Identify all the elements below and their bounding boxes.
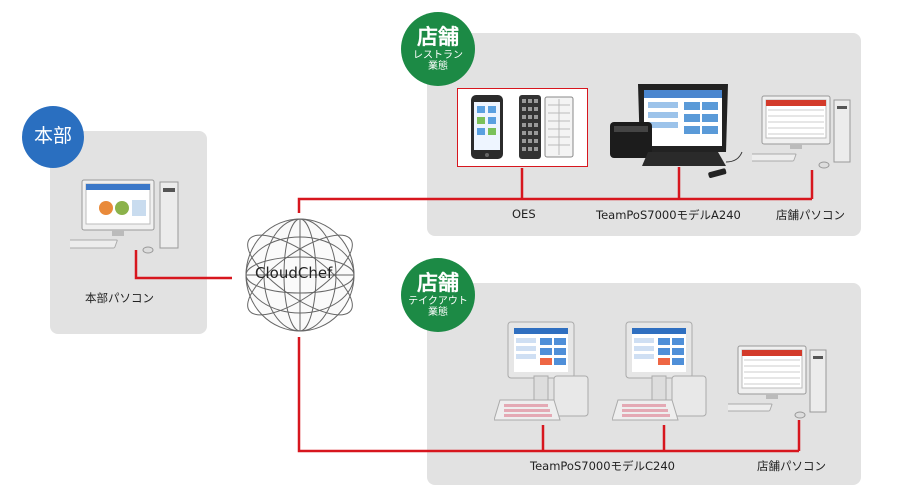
pos-c240-terminal-2-icon: [612, 321, 707, 421]
restaurant-store-pc-icon: [752, 95, 851, 169]
pos-a240-terminal-icon: [610, 84, 743, 178]
takeout-store-pc-label: 店舗パソコン: [757, 459, 826, 473]
takeout-badge-title: 店舗: [417, 271, 459, 296]
takeout-store-pc-icon: [728, 345, 827, 419]
wire-cloud-restaurant: [297, 197, 812, 213]
hq-pc-label: 本部パソコン: [85, 291, 154, 305]
takeout-badge-sub1: テイクアウト: [408, 295, 468, 307]
hq-badge-title: 本部: [33, 125, 72, 148]
restaurant-badge-sub1: レストラン: [413, 49, 463, 61]
pos-c240-label: TeamPoS7000モデルC240: [530, 459, 676, 473]
hq-badge: 本部: [22, 106, 84, 168]
takeout-badge: 店舗 テイクアウト 業態: [401, 258, 475, 332]
wire-cloud-takeout: [297, 337, 799, 453]
takeout-badge-sub2: 業態: [428, 307, 448, 319]
hq-desktop-pc-icon: [70, 179, 179, 254]
hq-panel: [50, 131, 207, 334]
cloud-globe-icon: [245, 218, 355, 332]
oes-handheld-icon: [471, 95, 574, 159]
pos-c240-terminal-1-icon: [494, 321, 589, 421]
oes-label: OES: [512, 207, 536, 221]
restaurant-badge-sub2: 業態: [428, 61, 448, 73]
cloud-label: CloudChef: [255, 264, 333, 282]
restaurant-badge-title: 店舗: [417, 25, 459, 50]
restaurant-store-pc-label: 店舗パソコン: [776, 208, 845, 222]
pos-a240-label: TeamPoS7000モデルA240: [596, 208, 741, 222]
wire-hq-cloud: [134, 250, 232, 280]
restaurant-badge: 店舗 レストラン 業態: [401, 12, 475, 86]
